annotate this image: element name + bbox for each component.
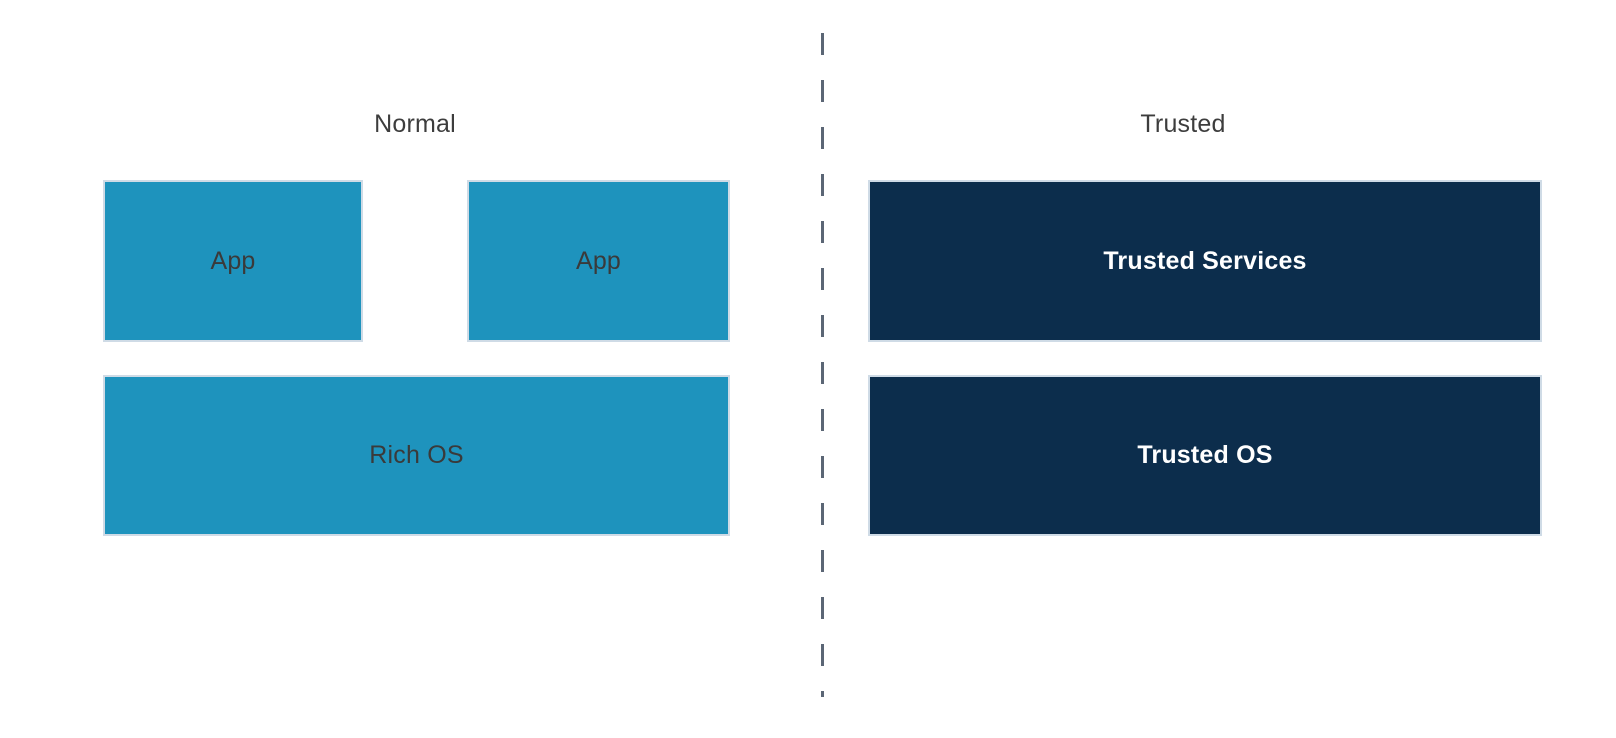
block-app-left: App — [103, 180, 363, 342]
block-trusted-services: Trusted Services — [868, 180, 1542, 342]
block-trusted-os: Trusted OS — [868, 375, 1542, 536]
block-app-right: App — [467, 180, 730, 342]
world-separator-dashed-line — [821, 33, 824, 697]
column-title-normal: Normal — [374, 110, 456, 138]
block-rich-os: Rich OS — [103, 375, 730, 536]
column-title-trusted: Trusted — [1140, 110, 1226, 138]
